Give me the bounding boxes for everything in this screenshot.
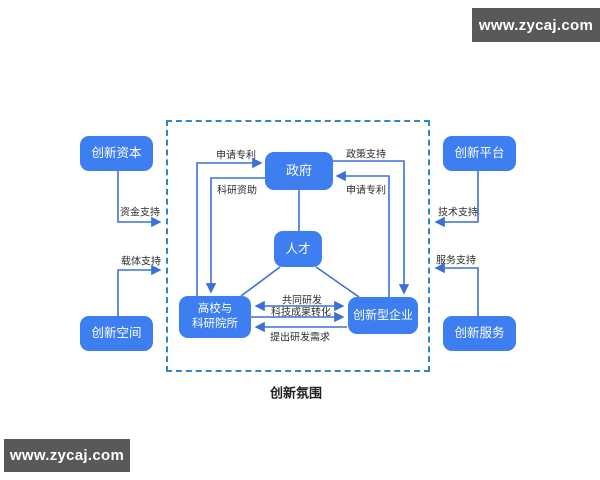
diagram-caption: 创新氛围 <box>269 385 323 401</box>
node-university-label-line2: 科研院所 <box>192 318 238 330</box>
watermark-bottom-left: www.zycaj.com <box>4 439 130 472</box>
node-innovation-space: 创新空间 <box>80 316 153 351</box>
edge-label-joint-rd: 共同研发 <box>282 295 322 307</box>
node-university-label-line1: 高校与 <box>197 303 233 316</box>
edge-label-policy-support: 政策支持 <box>346 149 386 161</box>
edge-label-tech-support: 技术支持 <box>438 207 478 219</box>
node-government: 政府 <box>265 152 333 190</box>
node-innovation-capital: 创新资本 <box>80 136 153 171</box>
node-innovation-service: 创新服务 <box>443 316 516 351</box>
node-innovative-enterprise: 创新型企业 <box>348 297 418 334</box>
edge-label-carrier-support: 载体支持 <box>121 256 161 268</box>
edge-apply-patent-left-line <box>196 157 263 296</box>
node-talent: 人才 <box>274 231 322 267</box>
node-innovation-platform: 创新平台 <box>443 136 516 171</box>
edge-service-support-line <box>434 262 479 316</box>
edge-carrier-support-line <box>117 264 162 316</box>
edge-label-achievement-transfer: 科技成果转化 <box>271 307 331 319</box>
edge-talent-enterprise-line <box>315 266 360 298</box>
edge-policy-support-line <box>333 160 410 295</box>
edge-label-fund-support: 资金支持 <box>120 207 160 219</box>
edge-label-rd-demand: 提出研发需求 <box>270 332 330 344</box>
edge-fund-support-line <box>117 171 162 228</box>
watermark-top-right: www.zycaj.com <box>472 8 600 42</box>
edge-label-research-funding: 科研资助 <box>217 185 257 197</box>
edge-apply-patent-right-line <box>335 170 390 297</box>
innovation-atmosphere-boundary <box>166 120 430 372</box>
node-university-research-institutes: 高校与 科研院所 <box>179 296 251 338</box>
edge-tech-support-line <box>434 171 479 228</box>
edge-label-apply-patent-left: 申请专利 <box>216 150 256 162</box>
edge-research-funding-line <box>205 177 265 294</box>
edge-talent-university-line <box>240 266 281 297</box>
edge-label-apply-patent-right: 申请专利 <box>346 185 386 197</box>
edge-label-service-support: 服务支持 <box>436 255 476 267</box>
